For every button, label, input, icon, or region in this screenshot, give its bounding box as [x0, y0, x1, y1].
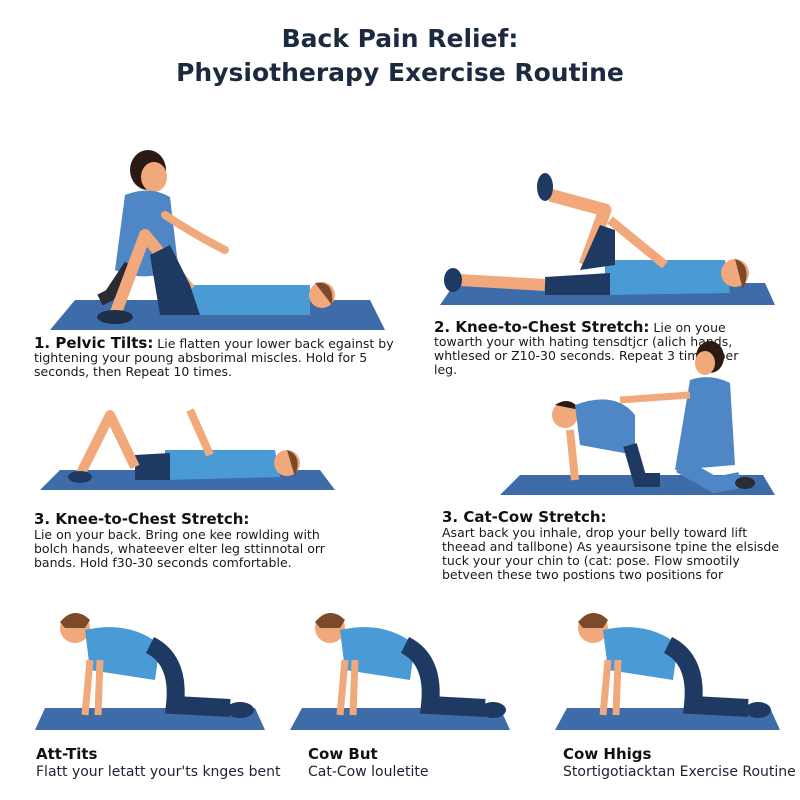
bottom-caption-3: Cow Hhigs Stortigotiacktan Exercise Rout…: [563, 745, 796, 781]
illustration-quadruped-1: [35, 612, 265, 730]
exercise-4-body: Asart back you inhale, drop your belly t…: [442, 525, 780, 582]
exercise-2-body: Lie on youe towarth your with hating ten…: [434, 320, 739, 377]
page-title: Back Pain Relief: Physiotherapy Exercise…: [0, 22, 800, 90]
exercise-2-heading: 2. Knee-to-Chest Stretch:: [434, 318, 650, 336]
bottom-caption-3-heading: Cow Hhigs: [563, 745, 652, 763]
bottom-caption-1-heading: Att-Tits: [36, 745, 98, 763]
exercise-3-caption: 3. Knee-to-Chest Stretch: Lie on your ba…: [34, 510, 344, 570]
illustration-knee-hug: [40, 408, 335, 490]
exercise-4-heading: 3. Cat-Cow Stretch:: [442, 508, 607, 526]
exercise-1-body: Lie flatten your lower back egainst by t…: [34, 336, 394, 379]
exercise-3-heading: 3. Knee-to-Chest Stretch:: [34, 510, 250, 528]
bottom-caption-1: Att-Tits Flatt your letatt your'ts knges…: [36, 745, 281, 781]
illustration-quadruped-3: [555, 612, 780, 730]
bottom-caption-1-body: Flatt your letatt your'ts knges bent: [36, 764, 281, 780]
exercise-3-body: Lie on your back. Bring one kee rowlding…: [34, 527, 325, 570]
bottom-caption-3-body: Stortigotiacktan Exercise Routine: [563, 764, 796, 780]
exercise-4-caption: 3. Cat-Cow Stretch: Asart back you inhal…: [442, 508, 782, 582]
exercise-2-caption: 2. Knee-to-Chest Stretch: Lie on youe to…: [434, 320, 744, 377]
title-line-1: Back Pain Relief:: [281, 24, 519, 53]
exercise-1-caption: 1. Pelvic Tilts: Lie flatten your lower …: [34, 336, 394, 379]
exercise-1-heading: 1. Pelvic Tilts:: [34, 334, 154, 352]
bottom-caption-2: Cow But Cat-Cow louletite: [308, 745, 428, 781]
illustration-quadruped-2: [290, 612, 510, 730]
title-line-2: Physiotherapy Exercise Routine: [176, 58, 624, 87]
bottom-caption-2-body: Cat-Cow louletite: [308, 764, 429, 780]
bottom-caption-2-heading: Cow But: [308, 745, 378, 763]
illustration-cat-cow-assisted: [500, 341, 775, 495]
illustration-pelvic-tilt: [50, 150, 385, 330]
illustration-knee-to-chest: [440, 173, 775, 305]
